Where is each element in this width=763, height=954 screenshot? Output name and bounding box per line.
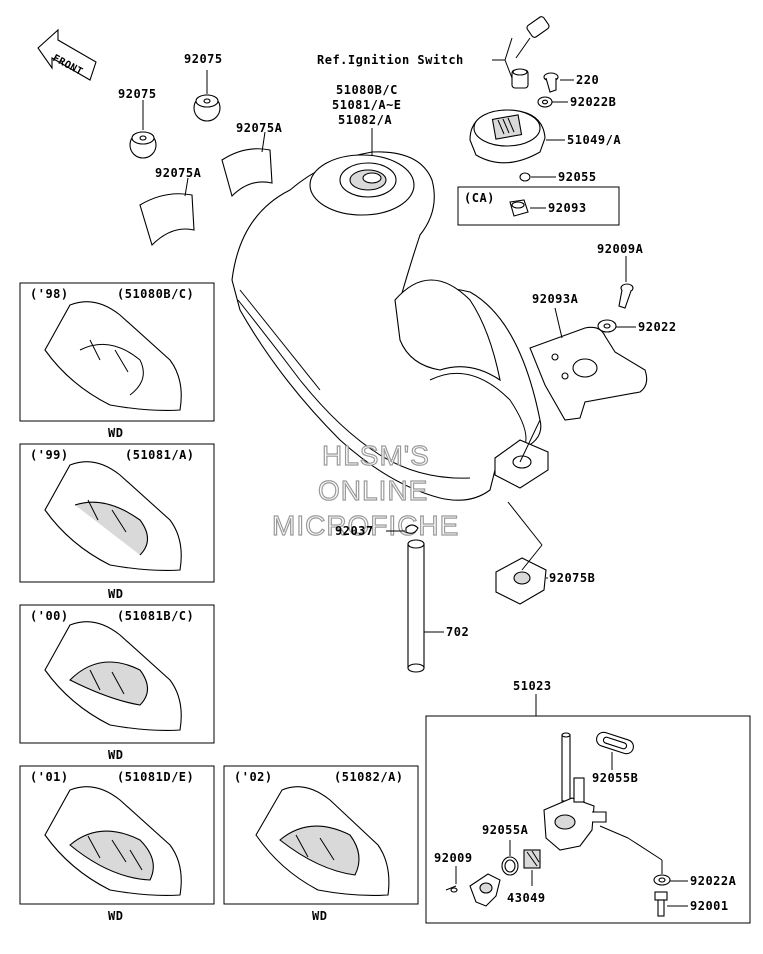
pad-92075A-upper xyxy=(221,131,273,198)
variant-99: ('99) (51081/A) WD xyxy=(19,443,215,601)
label-92055A: 92055A xyxy=(482,823,529,837)
damper-92075B xyxy=(495,501,548,605)
label-92009: 92009 xyxy=(434,851,473,865)
bolt-92001 xyxy=(654,891,688,917)
variant-99-code: (51081/A) xyxy=(125,448,195,462)
oring-92055A xyxy=(501,840,519,876)
bolt-92009A xyxy=(618,256,634,309)
watermark-line-2: ONLINE xyxy=(318,475,428,506)
variant-98-year: ('98) xyxy=(30,287,69,301)
watermark: HLSM'S ONLINE MICROFICHE xyxy=(271,439,459,541)
variant-02-year: ('02) xyxy=(234,770,273,784)
label-92022B: 92022B xyxy=(570,95,616,109)
variant-01-footer: WD xyxy=(108,909,123,923)
fuel-cap-51049A xyxy=(469,109,565,164)
label-92075B: 92075B xyxy=(549,571,595,585)
label-92037: 92037 xyxy=(335,524,374,538)
watermark-line-1: HLSM'S xyxy=(322,440,430,471)
label-ca: (CA) xyxy=(464,191,495,205)
fuel-cock-51023 xyxy=(543,732,629,851)
pad-92075A-lower xyxy=(139,177,195,247)
tank-label-2: 51081/A~E xyxy=(332,98,402,112)
label-92075A-upper: 92075A xyxy=(236,121,283,135)
screw-220 xyxy=(543,72,574,93)
ignition-key-icon xyxy=(511,16,550,89)
fuel-cock-box xyxy=(425,715,751,924)
variant-99-footer: WD xyxy=(108,587,123,601)
washer-92022 xyxy=(597,319,636,333)
ca-box xyxy=(457,186,620,226)
front-arrow: FRONT xyxy=(37,28,97,81)
ref-ignition-label: Ref.Ignition Switch xyxy=(317,53,464,67)
variant-00-code: (51081B/C) xyxy=(117,609,194,623)
gasket-92055B xyxy=(596,731,634,770)
hose-702 xyxy=(407,539,444,673)
label-92093A: 92093A xyxy=(532,292,579,306)
label-92075-upper: 92075 xyxy=(184,52,223,66)
bracket-92093A xyxy=(529,307,648,421)
label-51049A: 51049/A xyxy=(567,133,621,147)
oring-92055 xyxy=(519,172,556,182)
valve-92093 xyxy=(509,199,546,217)
variant-00-year: ('00) xyxy=(30,609,69,623)
variant-98: ('98) (51080B/C) WD xyxy=(19,282,215,440)
variant-02-footer: WD xyxy=(312,909,327,923)
watermark-line-3: MICROFICHE xyxy=(272,510,459,541)
variant-01-year: ('01) xyxy=(30,770,69,784)
variant-01-code: (51081D/E) xyxy=(117,770,194,784)
variant-99-year: ('99) xyxy=(30,448,69,462)
variant-02: ('02) (51082/A) WD xyxy=(223,765,419,923)
variant-00-footer: WD xyxy=(108,748,123,762)
variant-02-code: (51082/A) xyxy=(334,770,404,784)
label-92009A: 92009A xyxy=(597,242,644,256)
label-92075-lower: 92075 xyxy=(118,87,157,101)
label-51023: 51023 xyxy=(513,679,552,693)
variant-00: ('00) (51081B/C) WD xyxy=(19,604,215,762)
fuel-tank xyxy=(231,128,549,501)
washer-92022A xyxy=(627,837,688,886)
label-92093: 92093 xyxy=(548,201,587,215)
collar-92075-lower xyxy=(129,100,157,159)
label-92001: 92001 xyxy=(690,899,729,913)
label-92075A-lower: 92075A xyxy=(155,166,202,180)
label-43049: 43049 xyxy=(507,891,546,905)
tank-label-3: 51082/A xyxy=(338,113,392,127)
variant-01: ('01) (51081D/E) WD xyxy=(19,765,215,923)
label-92055B: 92055B xyxy=(592,771,638,785)
label-92022A: 92022A xyxy=(690,874,737,888)
variant-98-code: (51080B/C) xyxy=(117,287,194,301)
label-702: 702 xyxy=(446,625,469,639)
tank-label-1: 51080B/C xyxy=(336,83,398,97)
lever-plate xyxy=(469,873,501,907)
label-92055: 92055 xyxy=(558,170,597,184)
label-220: 220 xyxy=(576,73,599,87)
variant-98-footer: WD xyxy=(108,426,123,440)
screw-92009 xyxy=(445,866,458,893)
collar-92075-upper xyxy=(193,70,221,122)
washer-92022B xyxy=(537,96,568,108)
clip-92037 xyxy=(386,524,419,534)
label-92022: 92022 xyxy=(638,320,677,334)
filter-43049 xyxy=(523,849,541,886)
